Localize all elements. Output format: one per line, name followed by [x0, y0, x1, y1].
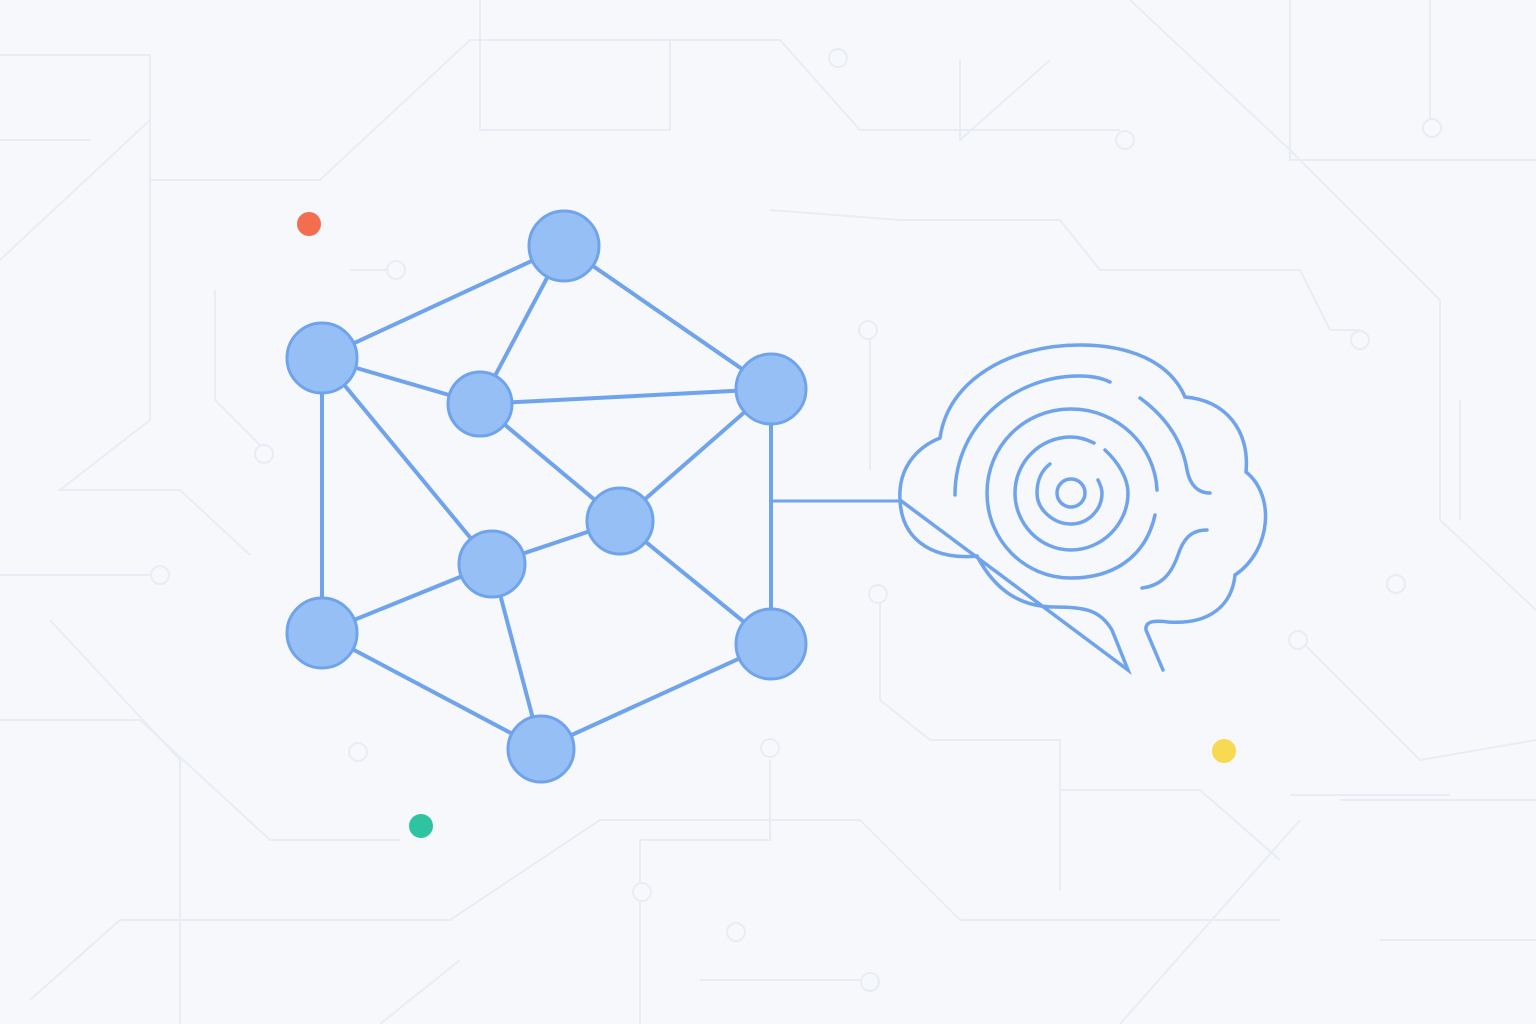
circuit-pad — [868, 584, 888, 604]
network-edge — [321, 244, 565, 360]
circuit-pad — [828, 48, 848, 68]
circuit-trace — [1129, 0, 1536, 611]
network-node — [285, 321, 359, 395]
circuit-trace — [0, 39, 1120, 181]
circuit-pad — [1386, 574, 1406, 594]
network-node — [446, 370, 514, 438]
brain-ring-2 — [1013, 435, 1130, 552]
circuit-trace — [29, 919, 121, 1001]
brain-outline — [898, 343, 1268, 676]
network-node — [585, 486, 655, 556]
circuit-trace — [959, 59, 1051, 143]
circuit-trace — [639, 760, 771, 1024]
network-edge — [479, 387, 772, 406]
network-node — [285, 596, 359, 670]
circuit-pad — [760, 738, 780, 758]
circuit-trace — [0, 117, 251, 556]
circuit-pad — [1422, 118, 1442, 138]
circuit-trace — [769, 209, 1360, 331]
circuit-trace — [214, 290, 271, 456]
circuit-trace — [49, 619, 181, 1024]
network-node — [527, 209, 601, 283]
network-edge — [321, 631, 542, 751]
network-node — [457, 529, 527, 599]
circuit-trace — [1289, 0, 1536, 161]
network-edges — [320, 244, 773, 751]
circuit-trace — [879, 595, 1061, 890]
network-graph-icon — [285, 209, 808, 784]
yellow-dot — [1212, 739, 1236, 763]
circuit-trace — [1060, 789, 1281, 861]
network-edge — [562, 244, 773, 391]
circuit-trace — [379, 959, 461, 1024]
circuit-pad — [1350, 330, 1370, 350]
circuit-pad — [1288, 630, 1308, 650]
circuit-pad — [150, 565, 170, 585]
brain-fold-right-top — [1138, 396, 1212, 495]
circuit-trace — [1299, 639, 1536, 762]
circuit-trace — [1119, 819, 1301, 1024]
circuit-pad — [254, 444, 274, 464]
network-edge — [320, 356, 494, 566]
brain-fold-outer — [953, 374, 1112, 497]
circuit-pad — [726, 922, 746, 942]
circuit-trace — [479, 0, 671, 131]
circuit-pad — [1115, 130, 1135, 150]
network-node — [734, 352, 808, 426]
circuit-trace — [0, 719, 400, 841]
red-dot — [297, 212, 321, 236]
circuit-pad — [858, 320, 878, 340]
circuit-pad — [860, 972, 880, 992]
brain-ring-3 — [985, 407, 1159, 580]
brain-icon — [898, 343, 1268, 676]
circuit-pad — [348, 742, 368, 762]
network-edge — [540, 642, 772, 751]
circuit-trace — [120, 819, 1280, 921]
circuit-pad — [632, 882, 652, 902]
brain-ring-1 — [1035, 462, 1104, 526]
network-node — [506, 714, 576, 784]
green-dot — [409, 814, 433, 838]
network-node — [734, 607, 808, 681]
brain-core — [1055, 477, 1087, 509]
circuit-pad — [386, 260, 406, 280]
brain-fold-right-bottom — [1140, 528, 1209, 590]
